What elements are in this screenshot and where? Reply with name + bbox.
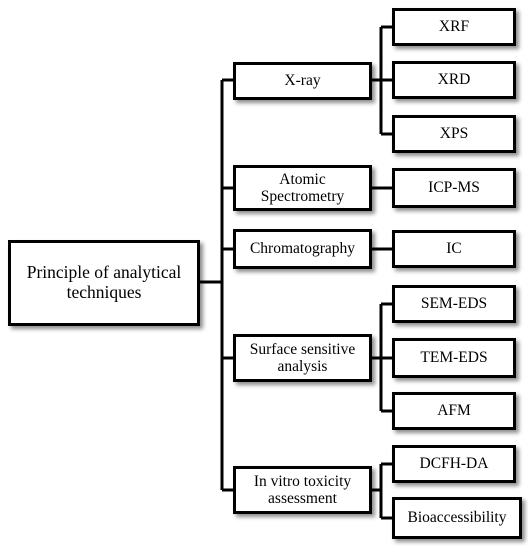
leaf-label: XRF: [438, 18, 470, 36]
category-label: Atomic Spectrometry: [260, 170, 345, 205]
category-atomic-spectrometry: Atomic Spectrometry: [233, 165, 372, 211]
leaf-label: TEM-EDS: [420, 349, 488, 367]
leaf-sem-eds: SEM-EDS: [392, 285, 516, 323]
category-xray: X-ray: [233, 62, 372, 100]
leaf-label: XPS: [439, 125, 469, 143]
leaf-label: Bioaccessibility: [407, 509, 507, 527]
leaf-tem-eds: TEM-EDS: [392, 338, 516, 378]
leaf-xrd: XRD: [392, 61, 516, 99]
leaf-icp-ms: ICP-MS: [392, 168, 516, 208]
leaf-label: AFM: [437, 402, 471, 420]
category-label: In vitro toxicity assessment: [253, 472, 352, 507]
category-in-vitro-toxicity-assessment: In vitro toxicity assessment: [233, 466, 372, 514]
leaf-bioaccessibility: Bioaccessibility: [392, 497, 522, 539]
category-chromatography: Chromatography: [233, 229, 372, 269]
leaf-afm: AFM: [392, 392, 516, 430]
leaf-dcfh-da: DCFH-DA: [392, 445, 516, 483]
leaf-label: XRD: [437, 71, 471, 89]
category-surface-sensitive-analysis: Surface sensitive analysis: [233, 334, 372, 382]
root-node-label: Principle of analytical techniques: [26, 262, 182, 302]
root-node: Principle of analytical techniques: [8, 240, 200, 326]
leaf-ic: IC: [392, 230, 516, 268]
leaf-label: IC: [446, 240, 462, 258]
leaf-label: DCFH-DA: [419, 455, 489, 473]
category-label: Surface sensitive analysis: [249, 340, 356, 375]
leaf-xrf: XRF: [392, 8, 516, 46]
leaf-label: ICP-MS: [428, 179, 480, 197]
leaf-label: SEM-EDS: [420, 295, 488, 313]
category-label: X-ray: [284, 72, 321, 90]
category-label: Chromatography: [249, 240, 356, 258]
leaf-xps: XPS: [392, 115, 516, 153]
